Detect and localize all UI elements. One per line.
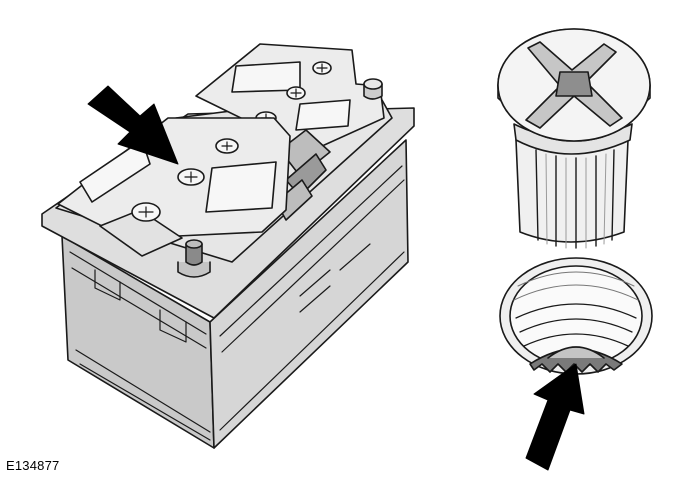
battery-pointer-arrow [87,85,179,165]
socket-threads [515,303,637,347]
vent-plug [497,28,651,249]
plug-socket [499,257,653,375]
vent-plug-flutes [535,149,615,249]
battery-front-ribs [69,251,211,441]
socket-pointer-arrow [525,363,585,471]
battery-side-face [209,139,409,449]
battery-cover-strap [279,129,331,177]
front-terminal [177,261,211,278]
battery [41,43,415,449]
battery-side-ribs [219,165,405,431]
vent-plug-body [515,139,629,243]
figure-reference-code: E134877 [6,458,60,473]
